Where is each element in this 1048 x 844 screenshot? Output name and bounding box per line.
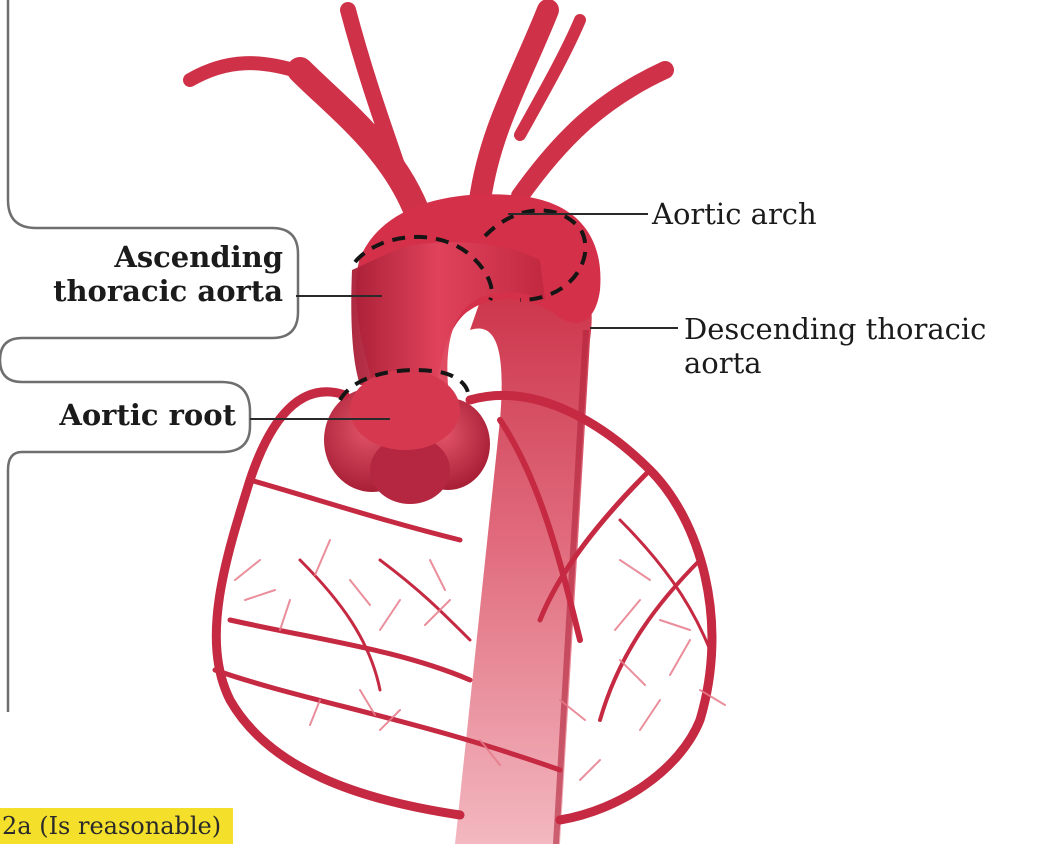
descending-thoracic-aorta-label: Descending thoracic aorta: [684, 312, 986, 380]
ascending-label-line2: thoracic aorta: [0, 274, 283, 308]
ascending-label-line1: Ascending: [0, 240, 283, 274]
descending-label-line2: aorta: [684, 346, 986, 380]
great-vessels: [190, 10, 665, 220]
label-bracket: [0, 0, 298, 712]
aortic-root-label: Aortic root: [0, 398, 236, 432]
recommendation-badge: 2a (Is reasonable): [0, 808, 233, 844]
descending-label-line1: Descending thoracic: [684, 312, 986, 346]
aortic-arch-label: Aortic arch: [652, 197, 817, 231]
ascending-thoracic-aorta-label: Ascending thoracic aorta: [0, 240, 283, 308]
